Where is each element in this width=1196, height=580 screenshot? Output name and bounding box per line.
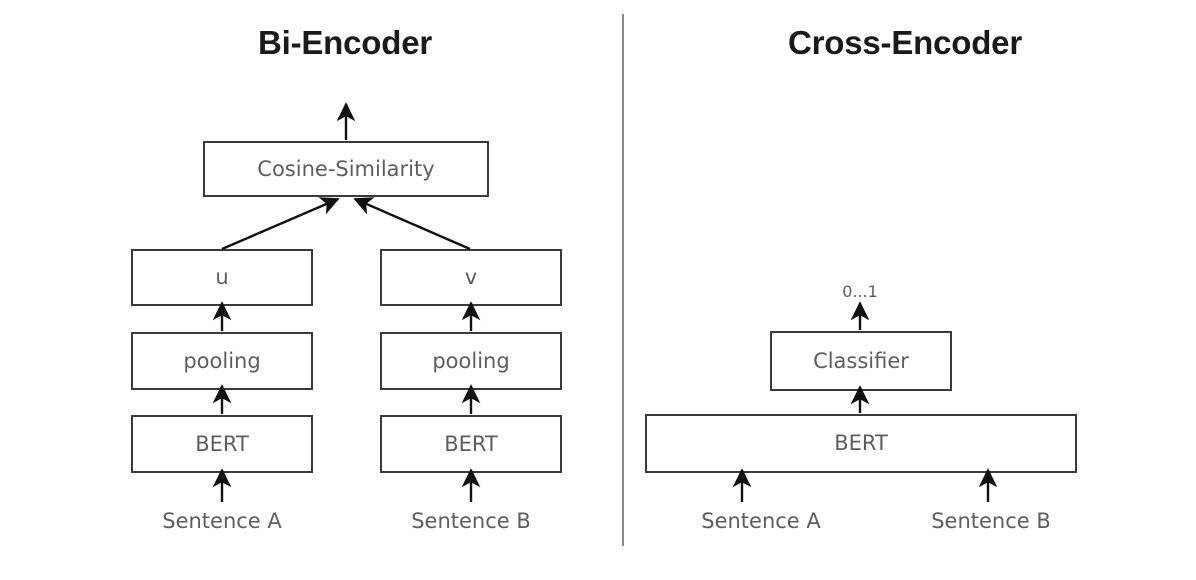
bert-left-label: BERT bbox=[195, 431, 249, 456]
cross-encoder-bert-label: BERT bbox=[834, 431, 888, 455]
bi-encoder-title: Bi-Encoder bbox=[257, 24, 433, 61]
bert-right-label: BERT bbox=[444, 431, 498, 456]
pooling-right-box: pooling bbox=[380, 332, 562, 390]
classifier-box: Classifier bbox=[770, 331, 952, 391]
cross-encoder-title: Cross-Encoder bbox=[788, 24, 1022, 61]
cosine-similarity-label: Cosine-Similarity bbox=[257, 156, 435, 181]
bert-right-box: BERT bbox=[380, 415, 562, 473]
arrow-v-to-cosine bbox=[353, 197, 471, 251]
u-label: u bbox=[215, 265, 229, 289]
bert-left-box: BERT bbox=[131, 415, 313, 473]
cross-encoder-output-range-label: 0...1 bbox=[842, 282, 878, 301]
cross-encoder-sentence-a-label: Sentence A bbox=[701, 509, 821, 533]
classifier-label: Classifier bbox=[813, 348, 909, 373]
panel-divider bbox=[622, 14, 624, 546]
v-label: v bbox=[464, 265, 478, 289]
cosine-similarity-box: Cosine-Similarity bbox=[203, 141, 489, 197]
cross-encoder-bert-box: BERT bbox=[645, 414, 1077, 473]
u-box: u bbox=[131, 249, 313, 306]
arrow-u-to-cosine bbox=[221, 197, 340, 251]
cross-encoder-sentence-b-label: Sentence B bbox=[931, 509, 1051, 533]
pooling-left-box: pooling bbox=[131, 332, 313, 390]
pooling-left-label: pooling bbox=[183, 348, 261, 373]
pooling-right-label: pooling bbox=[432, 348, 510, 373]
v-box: v bbox=[380, 249, 562, 306]
bi-encoder-sentence-a-label: Sentence A bbox=[162, 509, 282, 533]
bi-encoder-sentence-b-label: Sentence B bbox=[411, 509, 531, 533]
